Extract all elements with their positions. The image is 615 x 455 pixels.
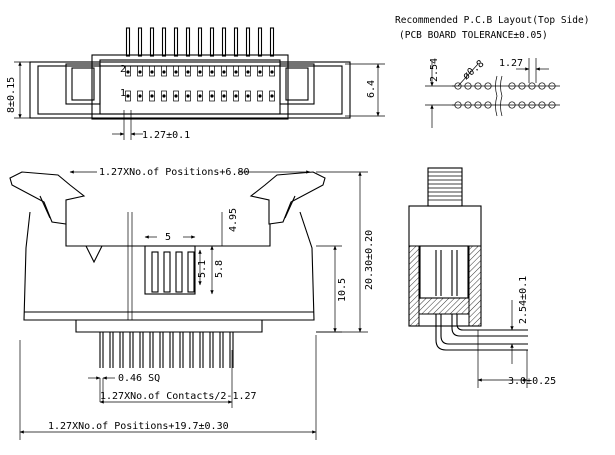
pin-dot [138,94,142,98]
pin-dot [162,94,166,98]
pin-dot [270,94,274,98]
pin-cell [125,90,131,102]
pin-cell [257,90,263,102]
dim-pitch-top: 1.27±0.1 [142,130,190,141]
top-pin [161,27,167,57]
pin-cell [245,65,251,77]
top-pin [137,27,143,57]
pin-dot [126,94,130,98]
pin-cell [197,90,203,102]
pin-cell [161,90,167,102]
pin-cell [221,90,227,102]
pin-cell [209,90,215,102]
pin-dot [222,70,226,74]
pin-dot [198,94,202,98]
pin-cell [173,90,179,102]
pcb-dim-hole: ø0.8 [461,58,487,82]
pin-cell [185,90,191,102]
key-pin [175,251,183,293]
pcb-layout: Recommended P.C.B Layout(Top Side) (PCB … [395,15,589,128]
pin-cell [245,90,251,102]
pin-cell [161,65,167,77]
pin-dot [270,70,274,74]
pin-dot [186,70,190,74]
pin-cell [233,65,239,77]
top-pin [149,27,155,57]
top-pin [209,27,215,57]
pin-dot [198,70,202,74]
layout-title: Recommended P.C.B Layout(Top Side) [395,15,589,26]
pin-1-label: 1 [120,88,126,99]
top-pin [257,27,263,57]
pin-cell [209,65,215,77]
pin-dot [174,94,178,98]
front-view: 1.27XNo.of Positions+6.80 5 4.95 5.1 5.8 [9,167,375,440]
top-pin [245,27,251,57]
pin-dot [162,70,166,74]
pin-dot [150,94,154,98]
dim-bottom-width: 1.27XNo.of Positions+19.7±0.30 [48,421,229,432]
pin-dot [258,70,262,74]
pin-cell [137,65,143,77]
top-pin [125,27,131,57]
pin-dot [246,94,250,98]
dim-height-8: 8±0.15 [6,77,17,113]
pin-cell [221,65,227,77]
top-pin [173,27,179,57]
top-pin [197,27,203,57]
key-pin [151,251,159,293]
dim-contacts: 1.27XNo.of Contacts/2-1.27 [100,391,257,402]
pin-dot [210,94,214,98]
key-pin [187,251,195,293]
pin-dot [150,70,154,74]
pin-dot [246,70,250,74]
pin-cell [257,65,263,77]
pin-cell [137,90,143,102]
key-pin [163,251,171,293]
pin-dot [174,70,178,74]
layout-tolerance: (PCB BOARD TOLERANCE±0.05) [399,30,548,41]
pin-cell [125,65,131,77]
pin-cell [185,65,191,77]
dim-4-95: 4.95 [228,208,239,232]
side-dim-2-54: 2.54±0.1 [518,276,529,324]
pcb-dim-2-54: 2.54 [429,58,440,82]
pin-dot [234,70,238,74]
pin-dot [126,70,130,74]
pin-dot [186,94,190,98]
pin-dot [234,94,238,98]
pin-dot [210,70,214,74]
pin-dot [258,94,262,98]
top-pin [185,27,191,57]
top-pin [269,27,275,57]
side-view: 2.54±0.1 3.0±0.25 [408,167,556,388]
pin-dot [222,94,226,98]
dim-10-5: 10.5 [337,278,348,302]
pin-cell [269,65,275,77]
dim-5-8: 5.8 [214,260,225,278]
pin-cell [197,65,203,77]
pin-cell [149,65,155,77]
top-view: 2 1 8±0.15 6.4 1.27±0.1 [6,27,385,141]
pin-cell [269,90,275,102]
pin-dot [138,70,142,74]
dim-5-1: 5.1 [197,260,208,278]
top-pin [233,27,239,57]
top-pin [221,27,227,57]
dim-top-width: 1.27XNo.of Positions+6.80 [99,167,250,178]
dim-height-6-4: 6.4 [366,80,377,98]
dim-pin-sq: 0.46 SQ [118,373,160,384]
dim-20-30: 20.30±0.20 [364,230,375,290]
pin-cell [233,90,239,102]
side-dim-3-0: 3.0±0.25 [508,376,556,387]
dim-5: 5 [165,232,171,243]
pin-cell [149,90,155,102]
pcb-dim-1-27: 1.27 [499,58,523,69]
pin-2-label: 2 [120,64,126,75]
pin-cell [173,65,179,77]
